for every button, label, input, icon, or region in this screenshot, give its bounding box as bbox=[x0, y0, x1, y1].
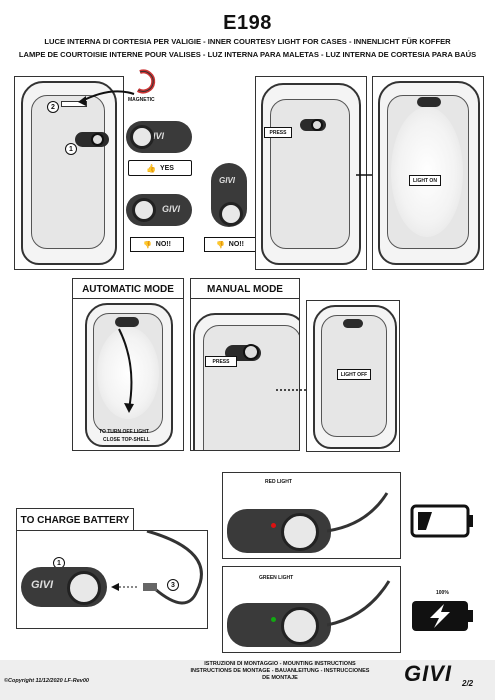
footer-instr-2: INSTRUCTIONS DE MONTAGE - BAUANLEITUNG -… bbox=[190, 668, 370, 674]
charge-battery-title: TO CHARGE BATTERY bbox=[16, 508, 134, 532]
device-button-3 bbox=[219, 202, 243, 226]
step-2-marker: 2 bbox=[47, 101, 59, 113]
thumbs-up-icon: 👍 bbox=[146, 163, 156, 173]
light-button bbox=[91, 133, 104, 146]
install-case-panel: 2 1 bbox=[14, 76, 124, 270]
red-state-button bbox=[281, 513, 319, 551]
footer-bar bbox=[0, 660, 495, 700]
device-logo-3: GIVI bbox=[219, 176, 236, 185]
light-glow bbox=[391, 107, 463, 237]
battery-charging-icon bbox=[412, 601, 473, 631]
press-label: PRESS bbox=[264, 127, 292, 138]
device-logo-2: GIVI bbox=[162, 204, 181, 214]
curved-arrow-icon bbox=[118, 328, 134, 413]
red-led bbox=[271, 523, 276, 528]
thumbs-down-icon: 👎 bbox=[143, 241, 152, 249]
auto-note-line-1: TO TURN OFF LIGHT bbox=[99, 429, 149, 435]
light-unit-6 bbox=[343, 319, 363, 328]
charge-device-logo: GIVI bbox=[31, 579, 54, 591]
light-unit-4 bbox=[115, 317, 139, 327]
no-badge-1: 👎 NO!! bbox=[130, 237, 184, 252]
magnetic-label: MAGNETIC bbox=[128, 97, 155, 103]
step-1-marker: 1 bbox=[65, 143, 77, 155]
manual-mode-panel: PRESS bbox=[190, 298, 300, 451]
light-button-5 bbox=[243, 344, 259, 360]
thumbs-down-icon-2: 👎 bbox=[216, 241, 225, 249]
footer-instr-1: ISTRUZIONI DI MONTAGGIO - MOUNTING INSTR… bbox=[204, 661, 356, 667]
automatic-mode-panel: TO TURN OFF LIGHT CLOSE TOP-SHELL bbox=[72, 298, 184, 451]
light-on-label: LIGHT ON bbox=[409, 175, 441, 186]
red-light-label: RED LIGHT bbox=[265, 479, 292, 485]
no-label-1: NO!! bbox=[155, 241, 171, 248]
battery-low-icon bbox=[410, 504, 473, 538]
footer-instr-3: DE MONTAJE bbox=[262, 675, 298, 681]
usb-cable-icon bbox=[111, 531, 203, 605]
light-off-label: LIGHT OFF bbox=[337, 369, 371, 380]
light-on-panel: LIGHT ON bbox=[372, 76, 484, 270]
green-light-label: GREEN LIGHT bbox=[259, 575, 294, 581]
magnet-arrow-icon bbox=[78, 69, 156, 106]
light-button-2 bbox=[311, 119, 323, 131]
no-label-2: NO!! bbox=[228, 241, 244, 248]
light-off-panel: LIGHT OFF bbox=[306, 300, 400, 452]
green-state-button bbox=[281, 607, 319, 645]
automatic-mode-title: AUTOMATIC MODE bbox=[72, 278, 184, 300]
device-logo: GIVI bbox=[146, 131, 165, 141]
case-inner bbox=[31, 95, 105, 249]
charge-panel: 1 GIVI 3 bbox=[16, 530, 208, 629]
title-line-1: LUCE INTERNA DI CORTESIA PER VALIGIE - I… bbox=[44, 37, 451, 46]
device-button-2 bbox=[132, 198, 156, 222]
usb-cable-icon-2 bbox=[327, 492, 389, 533]
charge-step-3: 3 bbox=[167, 579, 179, 591]
battery-full-label: 100% bbox=[436, 590, 449, 596]
usb-cable-icon-3 bbox=[327, 580, 391, 627]
press-panel: PRESS bbox=[255, 76, 367, 270]
device-button bbox=[130, 125, 154, 149]
green-led bbox=[271, 617, 276, 622]
light-unit-3 bbox=[417, 97, 441, 107]
red-light-panel: RED LIGHT bbox=[222, 472, 401, 559]
copyright: ©Copyright 11/12/2020 LF-Rev00 bbox=[4, 678, 89, 684]
product-code: E198 bbox=[223, 12, 272, 34]
auto-note-line-2: CLOSE TOP-SHELL bbox=[103, 437, 150, 443]
green-light-panel: GREEN LIGHT bbox=[222, 566, 401, 653]
manual-press-label: PRESS bbox=[205, 356, 237, 367]
no-badge-2: 👎 NO!! bbox=[204, 237, 256, 252]
magnetic-plate bbox=[61, 101, 87, 107]
charge-device-button bbox=[67, 571, 101, 605]
manual-mode-title: MANUAL MODE bbox=[190, 278, 300, 300]
yes-badge: 👍 YES bbox=[128, 160, 192, 176]
title-line-2: LAMPE DE COURTOISIE INTERNE POUR VALISES… bbox=[18, 50, 477, 59]
yes-label: YES bbox=[159, 164, 174, 172]
page-number: 2/2 bbox=[462, 679, 474, 688]
givi-logo: GIVI bbox=[404, 661, 453, 686]
